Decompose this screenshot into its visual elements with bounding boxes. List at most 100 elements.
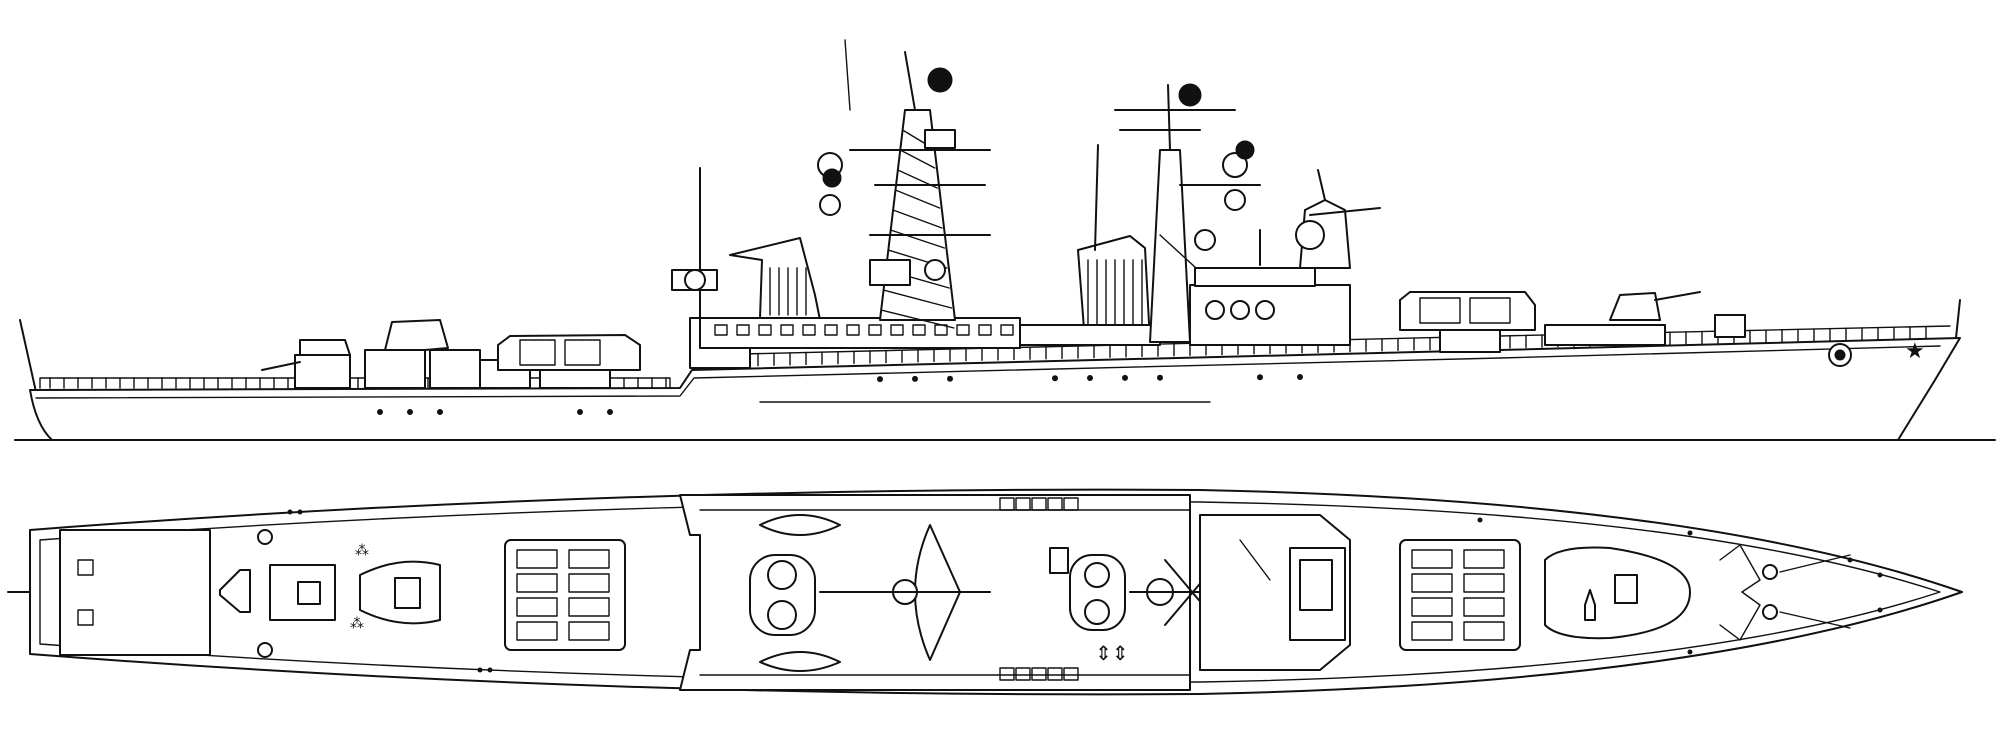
forward-gun-barrel-plan xyxy=(1584,589,1596,621)
porthole xyxy=(947,375,953,382)
aft-gun-plan xyxy=(219,569,251,613)
forward-radar-lower xyxy=(1224,189,1246,211)
deckhouse-window xyxy=(758,324,772,336)
stern-deck-area xyxy=(59,529,211,656)
bow-jackstaff xyxy=(1955,299,1961,339)
bow-breakwater-port xyxy=(1719,544,1761,593)
porthole xyxy=(377,409,383,415)
forward-radar-right xyxy=(1222,152,1248,178)
aft-funnel-uptake-2 xyxy=(767,600,797,630)
forward-mast xyxy=(1149,149,1191,343)
rack-cell xyxy=(1031,667,1047,681)
launcher-cell xyxy=(1411,621,1453,641)
porthole xyxy=(1087,375,1093,382)
deckhouse-window xyxy=(1000,324,1014,336)
aft-funnel-uptake-1 xyxy=(767,560,797,590)
stern-hatch-2 xyxy=(77,609,94,626)
aft-funnel-plan xyxy=(749,554,816,636)
porthole xyxy=(607,409,613,415)
deck-fitting-dot xyxy=(287,509,293,515)
porthole xyxy=(1257,374,1263,381)
rack-cell xyxy=(1063,497,1079,511)
launcher-cell xyxy=(516,597,558,617)
deckhouse-window xyxy=(846,324,860,336)
porthole xyxy=(407,409,413,415)
porthole xyxy=(877,376,883,383)
deckhouse-window xyxy=(714,324,728,336)
bridge-director-house xyxy=(1299,559,1333,611)
bridge-porthole xyxy=(1205,300,1225,320)
forward-gun-turret xyxy=(1609,292,1661,321)
rack-cell xyxy=(1015,497,1031,511)
aft-mast-topmast xyxy=(904,51,916,111)
rack-cell xyxy=(1063,667,1079,681)
deck-fitting-dot xyxy=(487,667,493,673)
launcher-cell xyxy=(516,549,558,569)
plan-view: ⁂ ⁂ ⇕⇕ xyxy=(7,488,1963,696)
deck-fitting-dot xyxy=(1877,607,1883,613)
deckhouse-window xyxy=(824,324,838,336)
forward-mast-top-radar xyxy=(1178,83,1202,107)
rack-cell xyxy=(999,497,1015,511)
forward-funnel-uptake-2 xyxy=(1084,599,1110,625)
bridge-porthole xyxy=(1255,300,1275,320)
aft-launcher-cell-1 xyxy=(519,339,556,366)
aft-launcher-mount xyxy=(539,369,611,389)
bow-breakwater-stbd xyxy=(1719,591,1761,641)
stern-railing xyxy=(39,377,671,389)
deckhouse-window xyxy=(780,324,794,336)
deck-fitting-dot xyxy=(1687,649,1693,655)
aft-gun-house xyxy=(297,581,321,605)
stern-hatch-1 xyxy=(77,559,94,576)
launcher-cell xyxy=(1411,573,1453,593)
aft-launcher-cell-2 xyxy=(564,339,601,366)
launcher-cell xyxy=(1463,549,1505,569)
forward-launcher-cell-2 xyxy=(1469,297,1511,324)
portholes xyxy=(377,374,1303,415)
aft-gun-turret xyxy=(299,339,351,356)
bridge-porthole xyxy=(1230,300,1250,320)
forward-gun-barrel xyxy=(1654,291,1701,301)
porthole xyxy=(577,409,583,415)
lattice-brace xyxy=(882,289,953,309)
anchor-hawse-inner xyxy=(1834,349,1846,361)
bridge-director-arm xyxy=(1309,207,1381,216)
forward-funnel-aerial xyxy=(1094,144,1099,251)
launcher-cell xyxy=(568,621,610,641)
lattice-brace xyxy=(880,309,955,329)
deck-fitting-dot xyxy=(1847,557,1853,563)
star-icon: ★ xyxy=(1905,339,1925,364)
bow-locker xyxy=(1714,314,1746,338)
porthole xyxy=(1052,375,1058,382)
lattice-brace xyxy=(889,229,946,249)
anchor-capstan-stbd xyxy=(1762,604,1778,620)
deckhouse-window xyxy=(978,324,992,336)
forward-launcher-mount xyxy=(1439,329,1501,353)
deck-fitting-dot xyxy=(1477,517,1483,523)
launcher-cell xyxy=(568,573,610,593)
bridge-director-dish xyxy=(1295,220,1325,250)
bridge-director-mast xyxy=(1317,169,1326,201)
aft-director-core xyxy=(394,577,421,609)
forward-radar-right-dish xyxy=(1235,140,1255,160)
deck-fitting-dot xyxy=(477,667,483,673)
aft-mast-platform xyxy=(869,259,911,286)
rack-cell xyxy=(999,667,1015,681)
aft-radar-left-dish xyxy=(822,168,842,188)
forward-launcher-cells xyxy=(1411,549,1505,641)
aft-mast-flagbox xyxy=(924,129,956,149)
midships-racks xyxy=(999,497,1079,681)
deckhouse-window xyxy=(956,324,970,336)
aft-gun-barrel xyxy=(261,361,301,371)
aft-director-base xyxy=(364,349,426,389)
aft-deck-fitting-icon: ⁂ xyxy=(355,543,369,559)
anchor-chain-port xyxy=(1779,554,1851,573)
rack-cell xyxy=(1031,497,1047,511)
forward-mast-light xyxy=(1194,229,1216,251)
launcher-cell xyxy=(1463,621,1505,641)
launcher-cell xyxy=(516,573,558,593)
aft-gun-base xyxy=(294,354,351,389)
aft-mast-lattice xyxy=(880,129,955,329)
launcher-cell xyxy=(1463,597,1505,617)
